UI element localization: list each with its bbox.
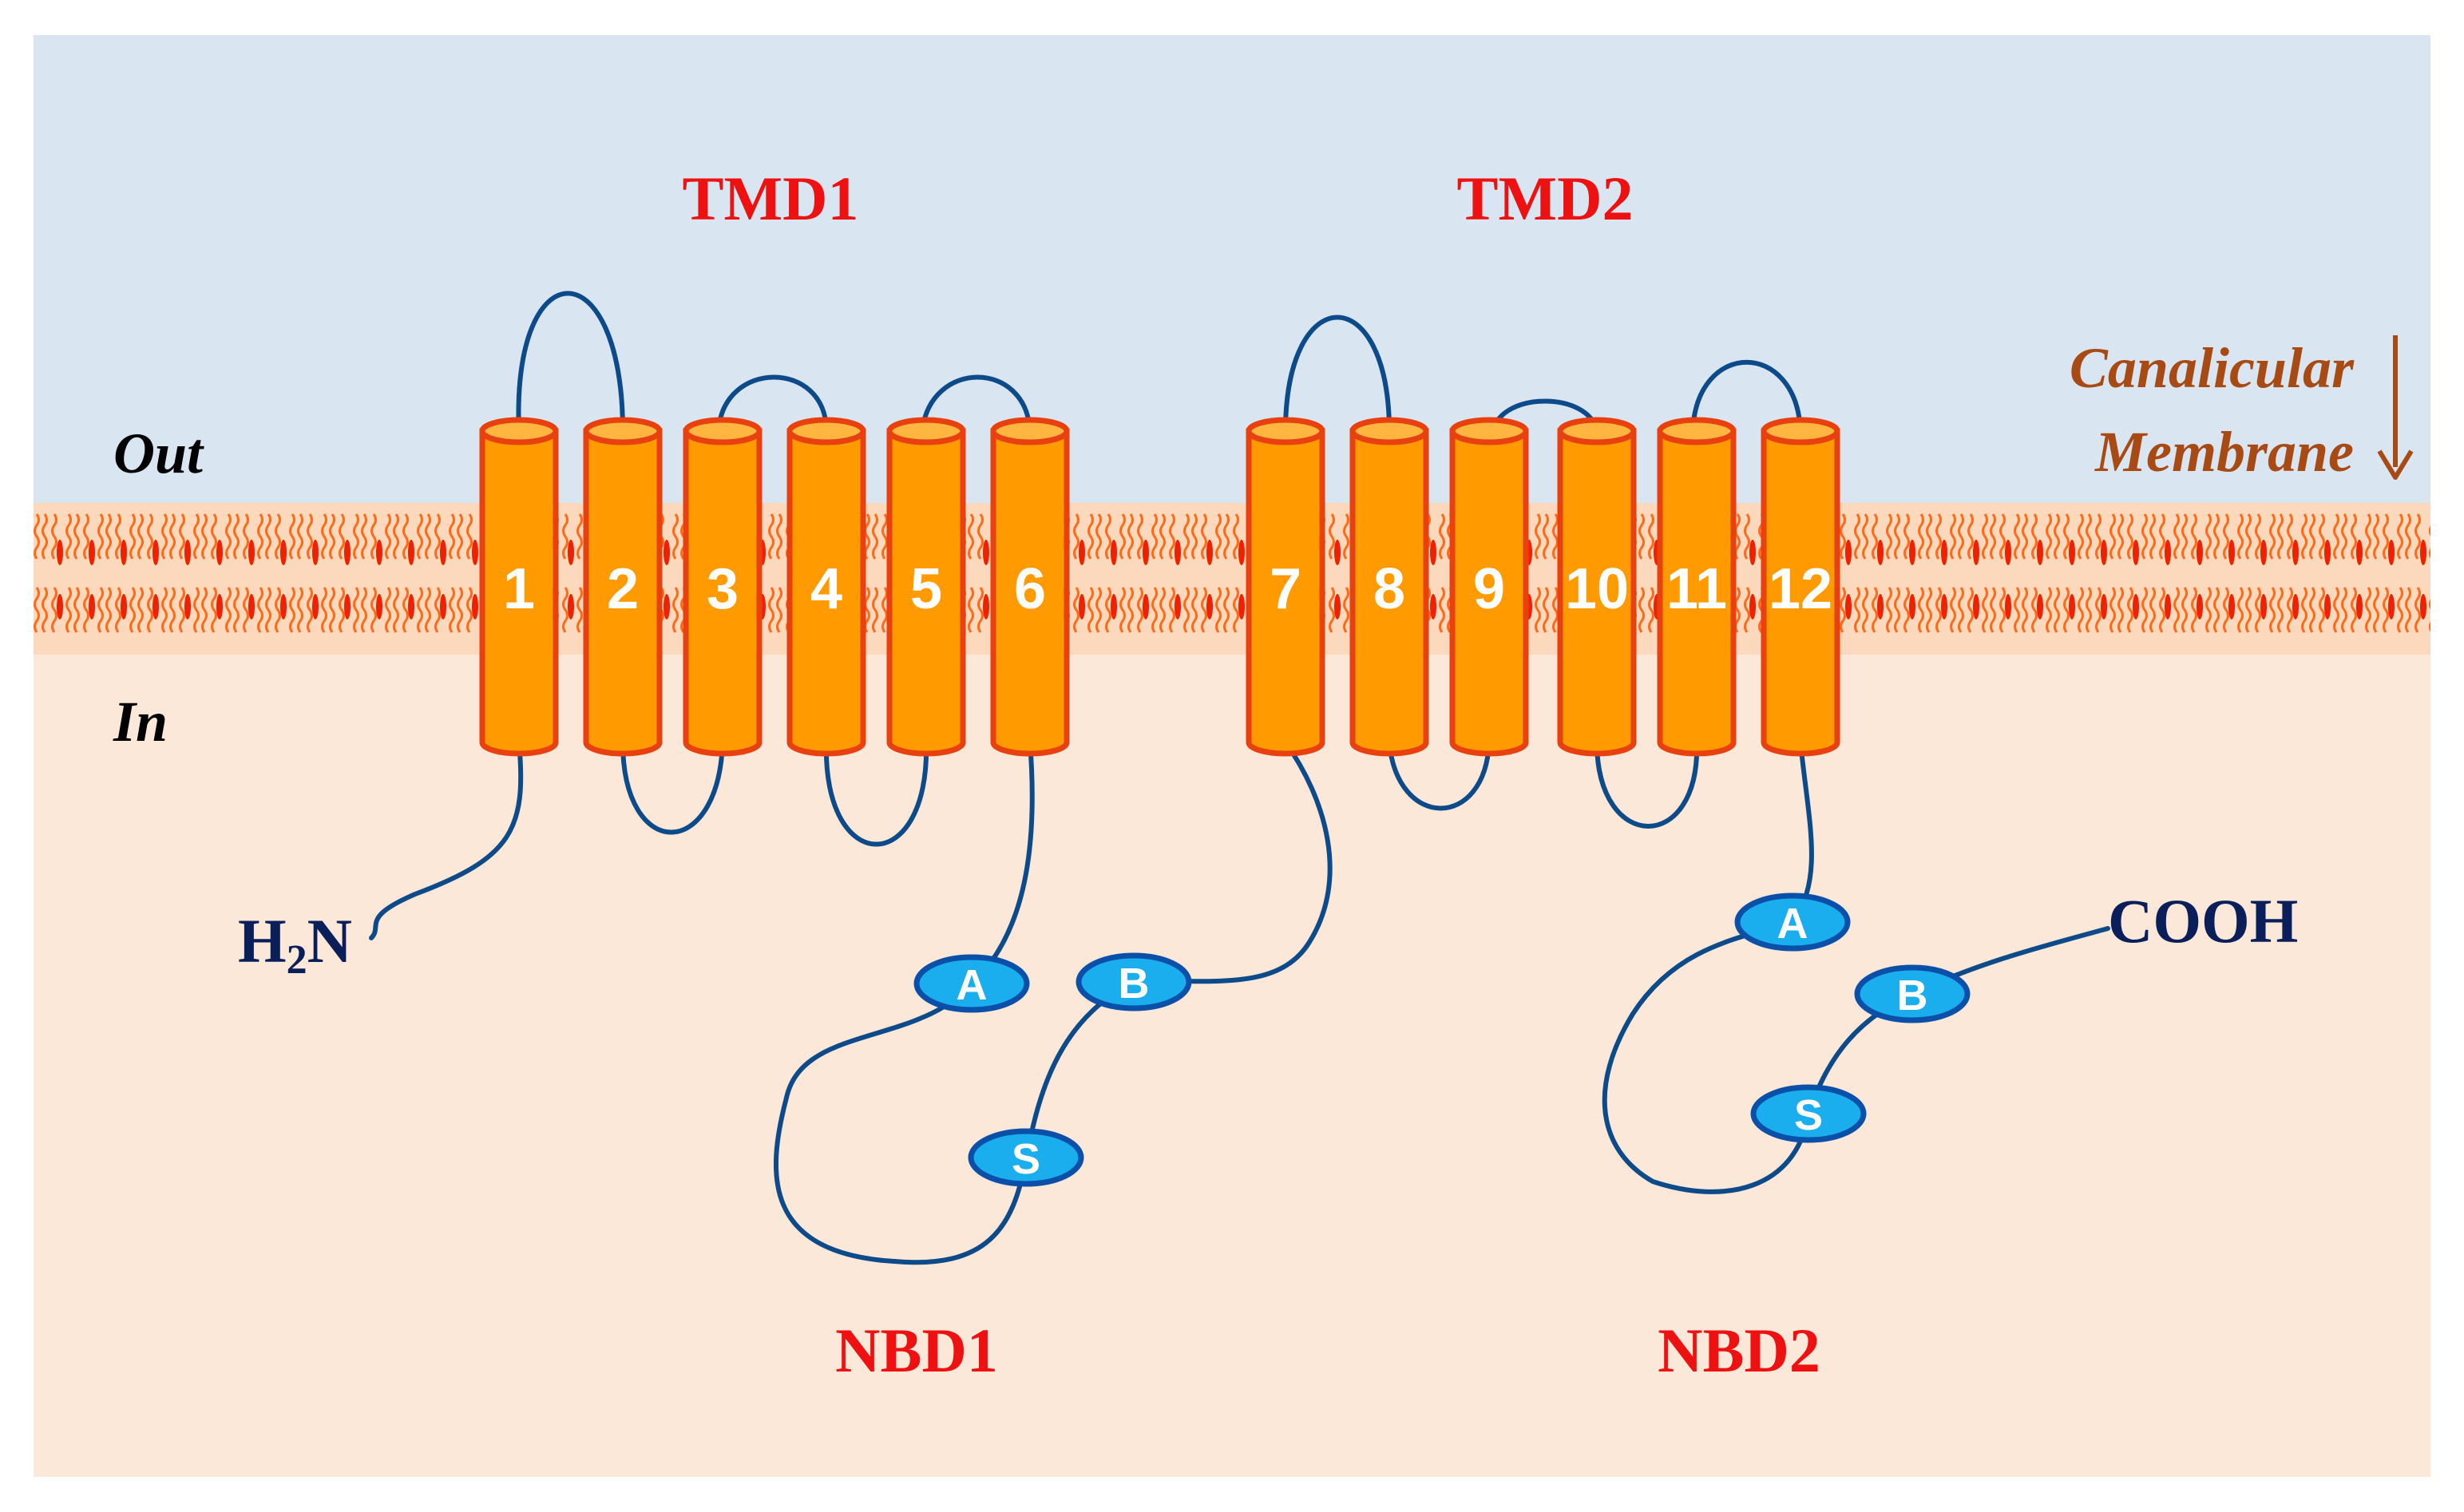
- helix-number: 12: [1769, 557, 1832, 621]
- inside-region: [34, 647, 2430, 1477]
- nbd2-walker-b-label: B: [1897, 972, 1928, 1019]
- outside-region: [34, 35, 2430, 511]
- helix-10: 10: [1557, 417, 1637, 757]
- nbd2-walker-a: A: [1734, 893, 1851, 952]
- loop-11-12: [1690, 359, 1803, 433]
- nbd1-motifs: A B S: [913, 952, 1192, 1187]
- loop-3-4: [716, 374, 829, 433]
- nbd2-signature: S: [1750, 1084, 1867, 1143]
- loop-7-8: [1283, 315, 1392, 433]
- helix-5: 5: [886, 417, 966, 757]
- loop-8-9: [1387, 740, 1491, 811]
- helix-number: 6: [1014, 557, 1046, 621]
- loop-1-2: [516, 291, 625, 433]
- helix-number: 4: [810, 557, 842, 621]
- nbd1-label: NBD1: [835, 1316, 998, 1385]
- helix-number: 10: [1565, 557, 1629, 621]
- loop-5-6: [920, 374, 1032, 433]
- nbd2-label: NBD2: [1658, 1316, 1820, 1385]
- loop-10-11: [1594, 740, 1700, 829]
- helix-number: 11: [1666, 557, 1727, 621]
- helix-4: 4: [786, 417, 866, 757]
- nbd1-a-to-s: [773, 984, 1028, 1265]
- nbd1-walker-a: A: [913, 954, 1030, 1013]
- lipid-bilayer: [34, 503, 2430, 655]
- canalicular-label-line1: Canalicular: [2070, 336, 2355, 400]
- loop-4-5: [823, 740, 929, 847]
- loop-2-3: [620, 740, 725, 835]
- nbd2-motifs: A B S: [1734, 893, 1971, 1143]
- helix-2: 2: [583, 417, 663, 757]
- helix-3: 3: [683, 417, 763, 757]
- helix-12: 12: [1761, 417, 1840, 757]
- out-label: Out: [113, 422, 204, 485]
- canalicular-label-line2: Membrane: [2094, 420, 2354, 484]
- helix-number: 5: [910, 557, 942, 621]
- helix-6: 6: [990, 417, 1070, 757]
- nbd1-walker-b-label: B: [1119, 960, 1150, 1007]
- helix-11: 11: [1657, 417, 1737, 757]
- nbd1-walker-a-label: A: [957, 961, 988, 1009]
- nbd1-walker-b: B: [1076, 952, 1192, 1011]
- c-terminus-label: COOH: [2108, 886, 2298, 956]
- helix-number: 1: [503, 557, 535, 621]
- tmd1-label: TMD1: [683, 164, 859, 233]
- peptide-loops: [369, 291, 2110, 1265]
- helix-8: 8: [1349, 417, 1429, 757]
- in-label: In: [113, 690, 168, 754]
- nbd1-signature-label: S: [1012, 1135, 1040, 1183]
- nbd1-b-to-helix7: [1131, 740, 1333, 984]
- down-arrow-icon: [2377, 335, 2414, 480]
- nbd2-signature-label: S: [1794, 1091, 1823, 1139]
- nbd2-a-to-s: [1602, 920, 1811, 1194]
- helix-7: 7: [1246, 417, 1325, 757]
- helix-number: 8: [1373, 557, 1405, 621]
- nbd2-walker-b: B: [1854, 964, 1971, 1023]
- helix-9: 9: [1449, 417, 1529, 757]
- helix-number: 2: [607, 557, 639, 621]
- helix-number: 7: [1270, 557, 1301, 621]
- helix-1: 1: [479, 417, 559, 757]
- tmd2-label: TMD2: [1457, 164, 1634, 233]
- n-terminal-tail: [369, 740, 524, 940]
- nbd1-signature: S: [968, 1128, 1084, 1187]
- n-terminus-label: H2N: [238, 906, 352, 983]
- helix-number: 3: [707, 557, 739, 621]
- helix-number: 9: [1473, 557, 1505, 621]
- nbd2-walker-a-label: A: [1777, 900, 1808, 948]
